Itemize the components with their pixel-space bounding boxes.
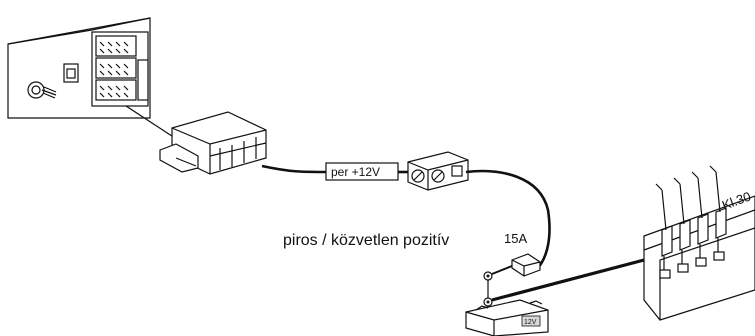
radio-connector-block — [91, 31, 149, 107]
wire-description: piros / közvetlen pozitív — [283, 232, 450, 249]
red-wire — [261, 164, 331, 174]
screw-knob-icon — [27, 81, 57, 99]
switch-icon — [63, 63, 79, 83]
ring-terminal-top — [483, 271, 493, 281]
wire-tag-label: per +12V — [331, 165, 380, 179]
fuse-rating-label: 15A — [504, 231, 527, 246]
battery-icon: 12V — [465, 299, 549, 336]
fuse-row — [659, 207, 727, 279]
fuse-wires — [655, 165, 721, 231]
fuse-holder — [511, 253, 541, 277]
fuse-box: Kl.30 — [643, 165, 755, 321]
iso-connector-plug — [159, 111, 267, 175]
wire-tag: per +12V — [325, 162, 399, 181]
radio-head-unit — [7, 17, 151, 119]
battery-voltage-label: 12V — [524, 319, 537, 326]
leader-line — [125, 105, 179, 141]
inline-connector — [407, 151, 469, 191]
ring-terminal-bottom — [483, 297, 493, 307]
